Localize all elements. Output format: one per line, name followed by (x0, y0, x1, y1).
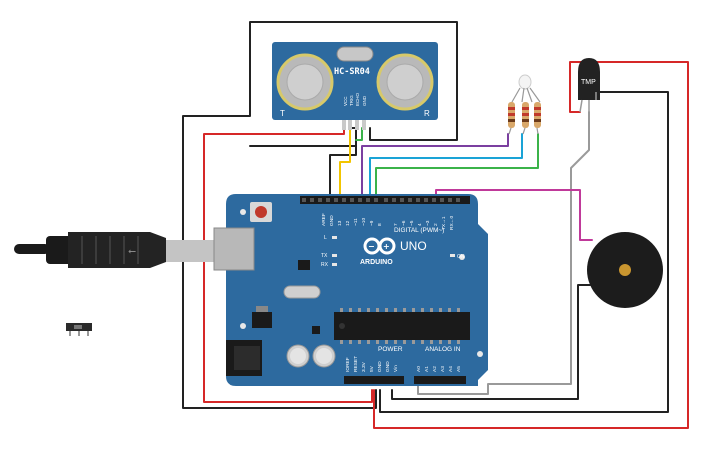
ultrasonic-sensor[interactable]: HC-SR04 T R VCC TRIG ECHO GND (272, 42, 438, 130)
wire-yellow[interactable] (339, 127, 351, 197)
pin-label-3: ~3 (425, 220, 431, 226)
power-pin-gnd1: GND (377, 361, 383, 372)
wire-black-tmp[interactable] (379, 91, 669, 413)
slide-switch[interactable] (66, 323, 92, 336)
analog-pin-a5: A5 (456, 366, 462, 372)
sensor-left-mark: T (280, 109, 285, 118)
on-label: ON (457, 254, 465, 260)
rx-label: RX (321, 262, 329, 268)
sensor-model-label: HC-SR04 (334, 67, 370, 77)
analog-header-label: ANALOG IN (425, 346, 461, 353)
pin-label-2: 2 (433, 223, 439, 226)
piezo-buzzer[interactable] (587, 232, 663, 308)
power-pin-gnd2: GND (385, 361, 391, 372)
pin-label-gnd: GND (329, 215, 335, 226)
tmp-label: TMP (581, 79, 596, 86)
resistor-2[interactable] (522, 102, 529, 135)
usb-port (213, 227, 255, 271)
analog-pin-a2: A2 (432, 366, 438, 372)
pin-label-8: 8 (377, 223, 383, 226)
pin-label-aref: AREF (321, 213, 327, 226)
power-pin-3v3: 3.3V (361, 361, 367, 372)
svg-text:+: + (383, 242, 390, 251)
digital-pin-holes (302, 198, 460, 202)
usb-icon: ⭠ (128, 246, 136, 257)
analog-header (414, 376, 466, 384)
sensor-pin-echo: ECHO (355, 92, 360, 106)
power-header (344, 376, 404, 384)
wire-black-buzzer[interactable] (391, 284, 591, 400)
pin-label-5: ~5 (409, 220, 415, 226)
wire-black-outer[interactable] (182, 21, 458, 409)
wire-black-gnd-pin[interactable] (329, 145, 357, 197)
sensor-right-mark: R (424, 109, 430, 118)
temperature-sensor[interactable]: TMP (578, 58, 600, 113)
board-brand: ARDUINO (360, 259, 393, 266)
pin-label-12: 12 (345, 220, 351, 226)
pin-label-10: ~10 (361, 218, 367, 226)
digital-header-label: DIGITAL (PWM~) (394, 227, 444, 234)
pin-label-0: RX←0 (449, 216, 455, 230)
arduino-board[interactable]: AREF GND 13 12 ~11 ~10 ~9 8 7 ~6 ~5 4 ~3… (213, 194, 488, 386)
pin-label-11: ~11 (353, 218, 359, 226)
analog-pin-a1: A1 (424, 366, 430, 372)
arduino-logo-icon (363, 237, 396, 255)
wire-layer (182, 21, 689, 429)
pin-label-9: ~9 (369, 220, 375, 226)
analog-pin-a0: A0 (416, 366, 422, 372)
wire-gray-tmp[interactable] (417, 111, 590, 395)
power-header-label: POWER (378, 346, 403, 353)
wire-magenta[interactable] (435, 189, 593, 241)
wire-green-echo[interactable] (355, 127, 363, 141)
rgb-led[interactable] (511, 74, 541, 103)
analog-pin-a4: A4 (448, 366, 454, 372)
sensor-pin-trig: TRIG (349, 95, 354, 106)
pin-label-6: ~6 (401, 220, 407, 226)
wire-green[interactable] (375, 133, 539, 197)
pin-label-1: TX→1 (441, 216, 447, 230)
wire-red-sensor[interactable] (203, 127, 373, 403)
wire-red-tmp[interactable] (373, 61, 689, 429)
sensor-pin-gnd: GND (362, 95, 367, 106)
power-pin-reset: RESET (353, 356, 359, 372)
pin-label-13: 13 (337, 220, 343, 226)
tx-label: TX (321, 253, 328, 259)
pin-label-7: 7 (393, 223, 399, 226)
l-label: L (324, 235, 327, 241)
wire-purple[interactable] (361, 133, 509, 197)
resistor-group[interactable] (508, 102, 541, 135)
wire-cyan[interactable] (369, 133, 523, 197)
power-pin-ioref: IOREF (345, 357, 351, 372)
power-pin-5v: 5V (369, 365, 375, 372)
sensor-pin-vcc: VCC (343, 96, 348, 106)
wire-black-sensor[interactable] (249, 127, 357, 147)
pin-label-4: 4 (417, 223, 423, 226)
board-model: UNO (400, 239, 427, 253)
microcontroller-chip (334, 312, 470, 340)
analog-pin-a3: A3 (440, 366, 446, 372)
power-pin-vin: Vin (393, 365, 399, 372)
svg-text:−: − (368, 242, 375, 251)
crystal-oscillator (283, 285, 321, 299)
resistor-3[interactable] (534, 102, 541, 135)
usb-cable[interactable]: ⭠ (14, 232, 214, 268)
resistor-1[interactable] (508, 102, 515, 135)
